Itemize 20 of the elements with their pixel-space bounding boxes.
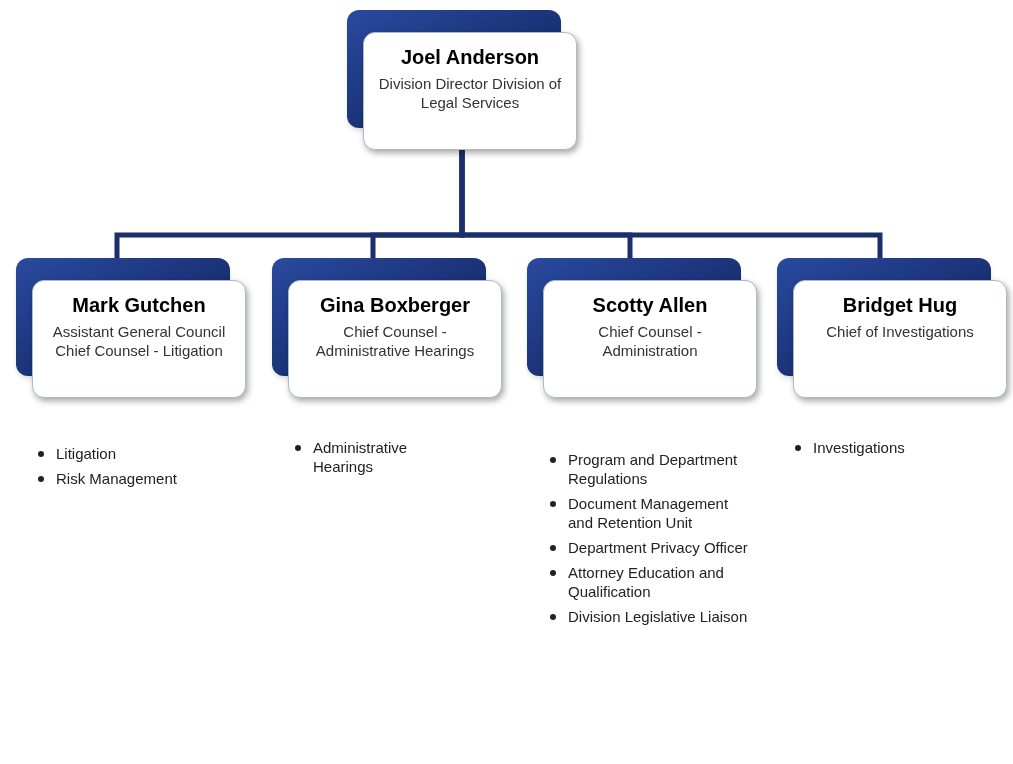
connector-line	[459, 150, 883, 258]
person-name: Joel Anderson	[400, 45, 540, 70]
responsibility-item: Investigations	[813, 438, 905, 457]
job-title: Division Director Division of Legal Services	[377, 74, 563, 112]
person-name: Gina Boxberger	[319, 293, 470, 318]
job-title: Chief of Investigations	[826, 322, 974, 341]
job-title: Assistant General Council Chief Counsel - Litigation	[51, 322, 227, 360]
job-title: Chief Counsel - Administrative Hearings	[314, 322, 476, 360]
person-name: Mark Gutchen	[72, 293, 206, 318]
job-title: Chief Counsel - Administration	[597, 322, 703, 360]
responsibility-item: Attorney Education and Qualification	[568, 563, 725, 601]
responsibility-item: Risk Management	[56, 469, 177, 488]
responsibility-item: Department Privacy Officer	[568, 538, 748, 557]
responsibility-item: Document Management and Retention Unit	[568, 494, 730, 532]
responsibility-item: Litigation	[56, 444, 117, 463]
responsibility-item: Program and Department Regulations	[568, 450, 739, 488]
responsibility-item: Administrative Hearings	[313, 438, 409, 476]
person-name: Bridget Hug	[842, 293, 958, 318]
responsibility-item: Division Legislative Liaison	[568, 607, 748, 626]
person-name: Scotty Allen	[592, 293, 708, 318]
